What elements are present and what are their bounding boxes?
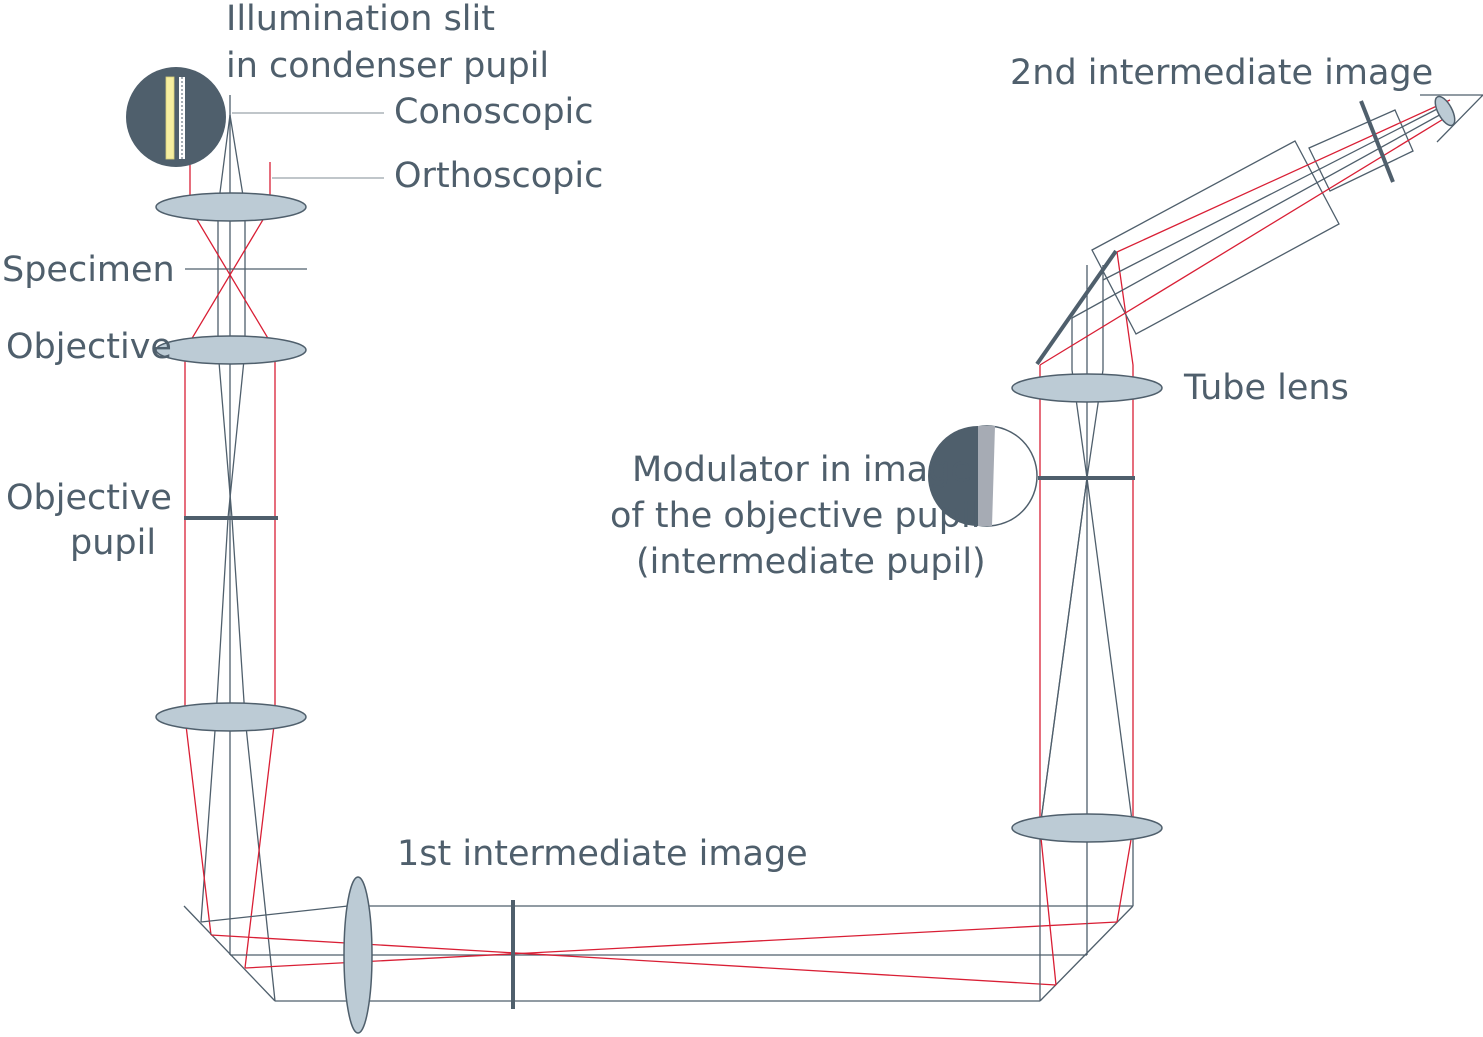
tube-gray-ray-b xyxy=(1102,104,1446,281)
tube-lens-label: Tube lens xyxy=(1183,368,1349,408)
bottom-red-b xyxy=(244,921,1118,969)
objective-pupil-label-1: Objective xyxy=(6,478,172,518)
objective-pupil-label-2: pupil xyxy=(70,523,156,563)
eyepiece-body xyxy=(1308,109,1414,192)
modulator-disc xyxy=(928,425,1038,527)
conoscopic-label: Conoscopic xyxy=(394,92,594,132)
illumination-label-2: in condenser pupil xyxy=(226,46,549,86)
top-mirror xyxy=(1035,249,1118,366)
right-gray-cross-b xyxy=(1039,477,1088,829)
bottom-gray-entry xyxy=(200,905,349,923)
illumination-slit-disc xyxy=(126,67,226,167)
relay-lens-bottom xyxy=(343,876,373,1034)
condenser-lens xyxy=(155,192,307,222)
tube-lens xyxy=(1011,373,1163,403)
right-red-b xyxy=(1116,251,1134,923)
eyepiece-tube xyxy=(1039,94,1483,366)
bottom-red-a xyxy=(210,934,1057,986)
modulator-label-2: of the objective pupil xyxy=(610,496,980,536)
objective-label: Objective xyxy=(6,327,172,367)
modulator-gray-strip xyxy=(978,426,995,526)
second-intermediate-bar xyxy=(1359,100,1395,183)
bottom-relay xyxy=(183,876,1134,1034)
tube-red-a xyxy=(1116,99,1451,253)
eye-point xyxy=(1420,94,1483,143)
illumination-label-1: Illumination slit xyxy=(226,0,495,39)
tube-gray-ray-a xyxy=(1071,111,1446,319)
modulator-label-1: Modulator in image xyxy=(632,450,972,490)
modulator-label-3: (intermediate pupil) xyxy=(636,542,986,582)
orthoscopic-label: Orthoscopic xyxy=(394,156,603,196)
slit-yellow-stripe xyxy=(165,76,175,160)
objective-lens xyxy=(155,335,307,365)
right-column xyxy=(1011,249,1163,1001)
right-red-a xyxy=(1039,365,1057,986)
eyepiece-lens xyxy=(1434,95,1456,127)
left-column xyxy=(126,67,384,1002)
specimen-label: Specimen xyxy=(2,250,175,290)
relay-lens-left xyxy=(155,702,307,732)
left-mirror xyxy=(183,905,276,1002)
left-red-ray-a xyxy=(189,165,276,969)
left-red-ray-b xyxy=(184,162,271,936)
first-intermediate-label: 1st intermediate image xyxy=(397,834,808,874)
tube-red-b xyxy=(1039,114,1451,366)
tube-body xyxy=(1091,140,1340,335)
relay-lens-right xyxy=(1011,813,1163,843)
second-intermediate-label: 2nd intermediate image xyxy=(1010,53,1433,93)
modulator-dark-half xyxy=(928,426,978,526)
